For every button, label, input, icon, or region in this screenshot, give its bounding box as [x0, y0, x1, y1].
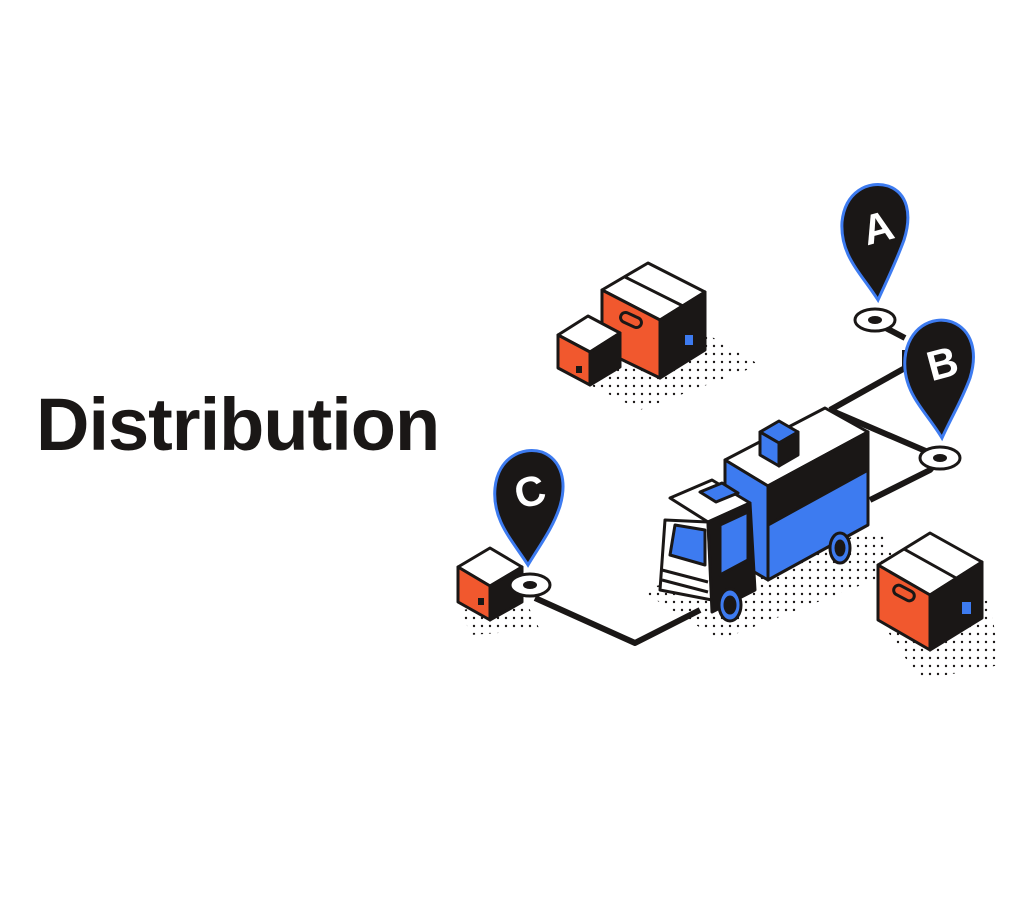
- map-pin-icon[interactable]: A: [840, 183, 910, 333]
- truck-icon: [658, 406, 870, 623]
- box-icon: [456, 546, 524, 622]
- box-icon: [556, 314, 622, 387]
- map-pin-icon[interactable]: C: [493, 449, 565, 598]
- box-icon: [876, 531, 984, 652]
- page-title: Distribution: [36, 383, 440, 466]
- map-pin-icon[interactable]: B: [903, 318, 975, 471]
